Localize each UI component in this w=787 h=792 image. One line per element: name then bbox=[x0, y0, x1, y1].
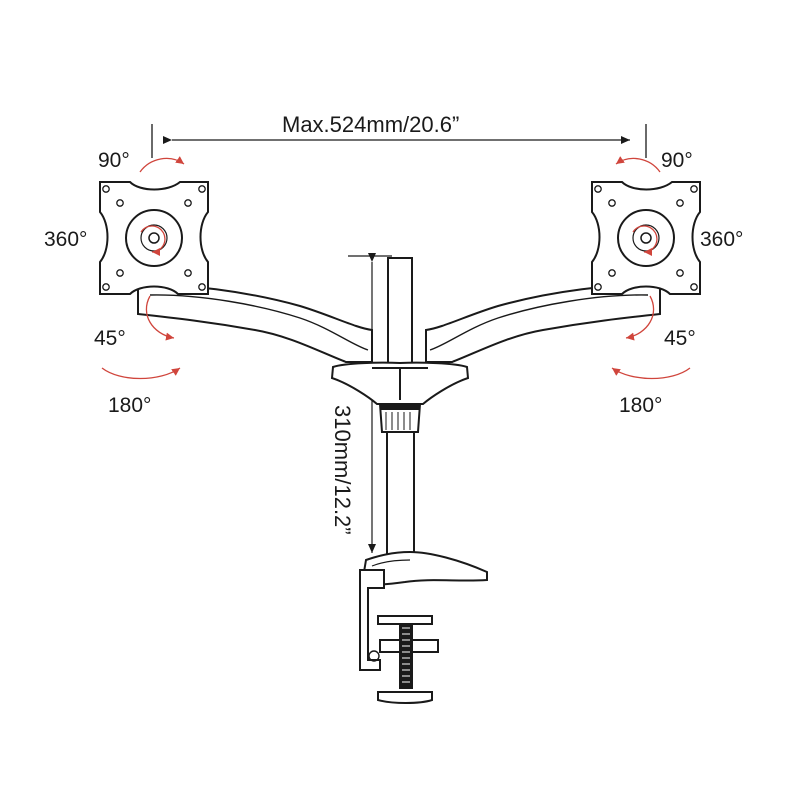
height-collar bbox=[378, 403, 422, 433]
left-tilt-label: 90° bbox=[98, 149, 130, 172]
left-joint-arrow bbox=[145, 295, 175, 341]
arm-hub bbox=[330, 361, 470, 405]
desk-clamp bbox=[359, 550, 488, 704]
right-base-swivel-label: 180° bbox=[619, 394, 663, 417]
max-width-label: Max.524mm/20.6” bbox=[282, 112, 460, 137]
right-base-arrow bbox=[611, 367, 691, 380]
right-rotate-arrow bbox=[632, 225, 658, 256]
right-vesa-plate bbox=[591, 181, 701, 295]
left-vesa-plate bbox=[99, 181, 209, 295]
rotation-arrows bbox=[101, 156, 691, 380]
right-arm bbox=[425, 284, 661, 363]
left-base-swivel-label: 180° bbox=[108, 394, 152, 417]
left-base-arrow bbox=[101, 367, 181, 380]
right-tilt-arrow bbox=[615, 156, 661, 173]
left-rotate-arrow bbox=[140, 225, 166, 256]
left-tilt-arrow bbox=[139, 156, 185, 173]
right-joint-swivel-label: 45° bbox=[664, 327, 696, 350]
height-dimension bbox=[348, 253, 392, 553]
left-arm bbox=[137, 284, 373, 363]
pole-height-label: 310mm/12.2” bbox=[330, 405, 355, 535]
width-dimension bbox=[151, 124, 647, 158]
right-joint-arrow bbox=[625, 295, 655, 341]
left-rotation-label: 360° bbox=[44, 228, 88, 251]
right-rotation-label: 360° bbox=[700, 228, 744, 251]
pole bbox=[386, 257, 415, 569]
left-joint-swivel-label: 45° bbox=[94, 327, 126, 350]
right-tilt-label: 90° bbox=[661, 149, 693, 172]
